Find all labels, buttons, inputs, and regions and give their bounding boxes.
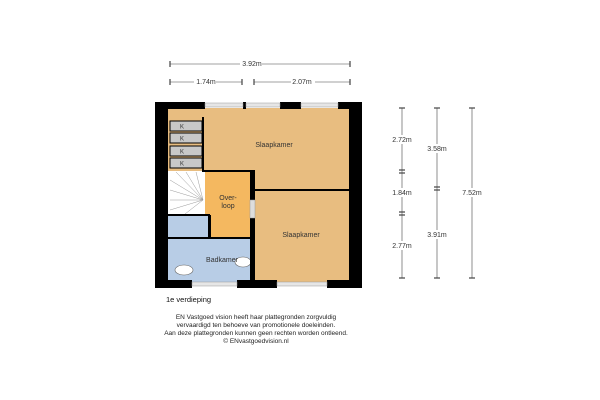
dim-col3: 7.52m xyxy=(462,190,482,197)
disclaimer-line: vervaardigd ten behoeve van promotionele… xyxy=(176,322,336,329)
closet-label: K xyxy=(180,125,184,131)
room-label-bedroom-top: Slaapkamer xyxy=(255,142,293,149)
dim-col1-a: 2.72m xyxy=(392,137,412,144)
room-label-bathroom: Badkamer xyxy=(206,257,239,264)
window xyxy=(276,281,328,287)
closet-4 xyxy=(169,157,203,169)
dimension-lines: 3.92m 1.74m 2.07m 2.72m 1.84m 2.77m 3.58… xyxy=(169,60,486,279)
room-label-landing: loop xyxy=(221,203,234,210)
dim-col2-a: 3.58m xyxy=(427,146,447,153)
windows xyxy=(191,102,339,287)
closet-label: K xyxy=(180,137,184,143)
room-label-bedroom-bottom: Slaapkamer xyxy=(282,232,320,239)
staircase xyxy=(168,171,205,215)
disclaimer: EN Vastgoed vision heeft haar plattegron… xyxy=(0,314,512,346)
toilet-icon xyxy=(174,264,194,276)
walls xyxy=(155,102,362,288)
closet-label: K xyxy=(180,162,184,168)
stair-steps xyxy=(169,171,204,215)
window xyxy=(245,102,281,108)
closet-2 xyxy=(169,132,203,144)
landing-area xyxy=(205,172,251,238)
toilet-area xyxy=(168,215,210,238)
dim-ticks xyxy=(169,61,475,279)
room-labels: Slaapkamer Slaapkamer Over- loop Badkame… xyxy=(206,142,320,264)
dim-col2-b: 3.91m xyxy=(427,232,447,239)
disclaimer-line: EN Vastgoed vision heeft haar plattegron… xyxy=(175,314,337,321)
dim-col1-c: 2.77m xyxy=(392,243,412,250)
closet-1 xyxy=(169,120,203,132)
dim-total-width: 3.92m xyxy=(242,61,262,68)
floor-label: 1e verdieping xyxy=(166,295,211,304)
closet-label: K xyxy=(180,150,184,156)
disclaimer-line: © ENvastgoedvision.nl xyxy=(223,338,289,345)
rooms: K K K K xyxy=(168,108,350,282)
window xyxy=(191,281,238,287)
closet-3 xyxy=(169,145,203,157)
room-label-landing: Over- xyxy=(219,195,237,202)
dim-width-left: 1.74m xyxy=(196,79,216,86)
door xyxy=(249,199,256,219)
dim-width-right: 2.07m xyxy=(292,79,312,86)
dim-col1-b: 1.84m xyxy=(392,190,412,197)
disclaimer-line: Aan deze plattegronden kunnen geen recht… xyxy=(164,330,348,337)
window xyxy=(204,102,244,108)
window xyxy=(300,102,339,108)
